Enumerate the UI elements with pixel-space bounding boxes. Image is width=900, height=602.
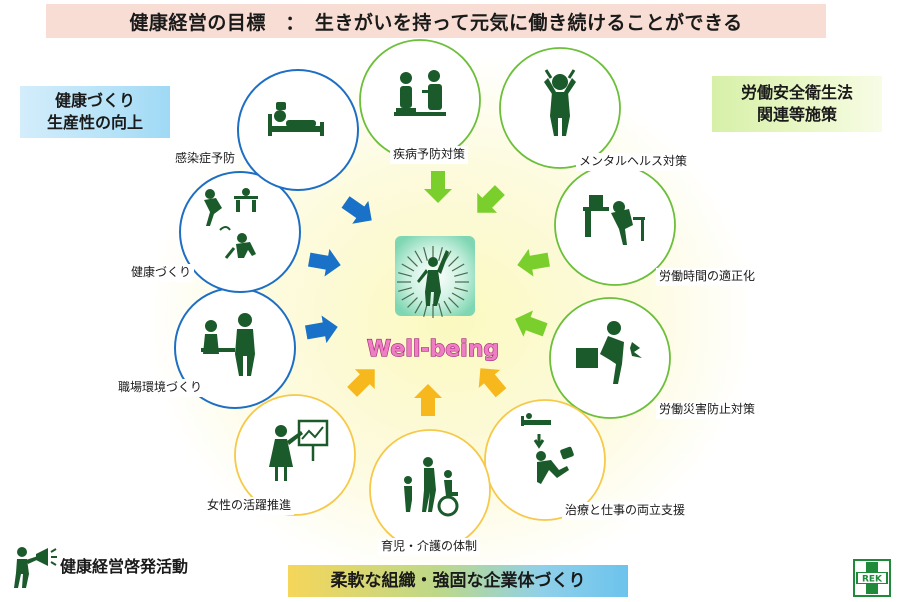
arrow-from-accident-prevention <box>515 310 548 337</box>
center-ray <box>438 303 443 317</box>
campaign-area: 健康経営啓発活動 <box>8 540 188 590</box>
bottom-banner: 柔軟な組織・強固な企業体づくり <box>288 565 628 597</box>
item-mental-health <box>499 47 621 169</box>
label-working-hours: 労働時間の適正化 <box>656 268 759 286</box>
arrow-from-working-hours <box>517 248 551 277</box>
center-ray <box>454 272 468 277</box>
center-ray <box>451 263 465 272</box>
arrows-group <box>304 171 551 416</box>
campaign-label: 健康経営啓発活動 <box>60 557 189 576</box>
item-accident-prevention <box>549 297 671 419</box>
label-treatment-work-balance: 治療と仕事の両立支援 <box>562 502 689 520</box>
arrow-from-childcare-nursing <box>414 384 442 416</box>
item-health-promotion <box>179 171 301 293</box>
label-women-activity: 女性の活躍推進 <box>204 497 295 515</box>
label-disease-prevention: 疾病予防対策 <box>390 146 469 164</box>
arrow-from-health-promotion <box>307 248 341 277</box>
arrow-from-treatment-work-balance <box>478 368 507 398</box>
item-women-activity <box>234 394 356 516</box>
item-disease-prevention <box>359 39 481 161</box>
left-header-line-1: 健康づくり <box>54 91 135 111</box>
item-infection-prevention <box>237 69 359 191</box>
right-header-line-1: 労働安全衛生法 <box>740 83 853 103</box>
rek-cross-logo-icon: REK <box>853 559 891 597</box>
center-ray <box>454 287 468 292</box>
left-header-box: 健康づくり 生産性の向上 <box>20 86 170 138</box>
center-well-being: Well-being <box>366 236 500 363</box>
arrow-from-women-activity <box>347 369 375 397</box>
doctor-patient-icon <box>394 70 446 116</box>
sick-bed-icon <box>268 102 324 136</box>
treatment-work-icon <box>521 413 574 484</box>
woman-presenter-icon <box>269 419 329 481</box>
arrow-from-mental-health <box>477 185 505 213</box>
center-ray <box>414 300 423 314</box>
arrow-from-disease-prevention <box>424 171 452 203</box>
back-injury-icon <box>576 321 642 384</box>
page-title: 健康経営の目標 ： 生きがいを持って元気に働き続けることができる <box>46 4 826 38</box>
item-circle-health-promotion <box>179 171 301 293</box>
right-header-line-2: 関連等施策 <box>756 105 837 124</box>
center-ray <box>407 297 418 308</box>
center-ray <box>448 297 459 308</box>
exercise-meal-icon <box>204 188 258 259</box>
center-ray <box>423 247 428 261</box>
label-mental-health: メンタルヘルス対策 <box>576 153 691 171</box>
center-ray <box>451 292 465 301</box>
center-ray <box>438 247 443 261</box>
center-ray <box>448 256 459 267</box>
center-label: Well-being <box>367 337 499 362</box>
center-rays <box>397 246 469 318</box>
overworked-desk-icon <box>583 195 645 245</box>
center-ray <box>414 250 423 264</box>
cheering-person-icon <box>417 250 449 306</box>
right-header-box: 労働安全衛生法 関連等施策 <box>712 76 882 132</box>
item-childcare-nursing <box>369 429 491 551</box>
item-circle-working-hours <box>554 164 676 286</box>
center-ray <box>443 300 452 314</box>
label-infection-prevention: 感染症予防 <box>172 150 239 168</box>
item-circle-women-activity <box>234 394 356 516</box>
label-workplace-environment: 職場環境づくり <box>115 379 206 397</box>
megaphone-person-icon <box>14 547 57 588</box>
center-ray <box>407 256 418 267</box>
label-accident-prevention: 労働災害防止対策 <box>656 401 759 419</box>
arrow-from-infection-prevention <box>341 196 372 224</box>
rek-logo-text: REK <box>862 575 883 585</box>
center-ray <box>401 263 415 272</box>
item-circle-treatment-work-balance <box>484 399 606 521</box>
childcare-wheelchair-icon <box>404 457 459 517</box>
item-workplace-environment <box>174 287 296 409</box>
office-people-icon <box>201 313 255 376</box>
center-ray <box>401 292 415 301</box>
label-health-promotion: 健康づくり <box>128 264 195 282</box>
item-treatment-work-balance <box>484 399 606 521</box>
rek-logo: REK <box>852 558 892 602</box>
label-childcare-nursing: 育児・介護の体制 <box>378 538 481 556</box>
item-circle-disease-prevention <box>359 39 481 161</box>
arrow-from-workplace-environment <box>304 315 338 344</box>
center-ray <box>398 272 412 277</box>
item-working-hours <box>554 164 676 286</box>
center-ray <box>398 287 412 292</box>
left-header-line-2: 生産性の向上 <box>46 113 143 132</box>
stressed-person-icon <box>544 69 576 136</box>
